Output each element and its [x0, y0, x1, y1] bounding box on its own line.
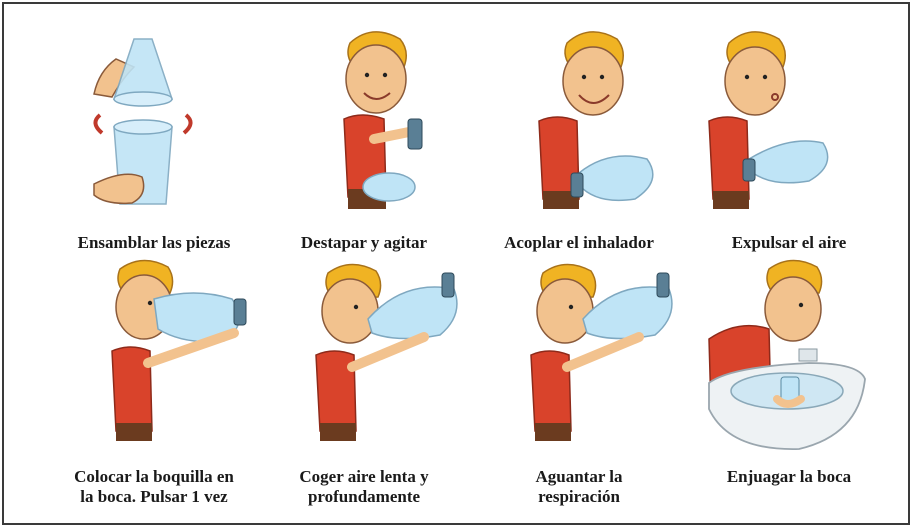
step-6-panel: Coger aire lenta y profundamente [264, 259, 464, 519]
step-8-panel: Enjuagar la boca [689, 259, 889, 519]
step-4-caption: Expulsar el aire [689, 233, 889, 253]
step-7-panel: Aguantar la respiración [479, 259, 679, 519]
mouthpiece-press-icon [111, 259, 247, 441]
step-3-caption-line: Acoplar el inhalador [504, 233, 654, 252]
step-5-caption-line-1: Colocar la boquilla en [74, 467, 234, 486]
step-5-caption: Colocar la boquilla en la boca. Pulsar 1… [54, 467, 254, 507]
step-4-panel: Expulsar el aire [689, 19, 889, 269]
step-2-caption-line: Destapar y agitar [300, 233, 428, 252]
step-5-caption-line-2: la boca. Pulsar 1 vez [80, 487, 228, 506]
step-1-caption-line: Ensamblar las piezas [77, 233, 231, 252]
step-3-panel: Acoplar el inhalador [479, 19, 679, 269]
step-7-caption: Aguantar la respiración [479, 467, 679, 507]
step-2-caption: Destapar y agitar [264, 233, 464, 253]
step-6-caption: Coger aire lenta y profundamente [264, 467, 464, 507]
instruction-card: Ensamblar las piezas Destapar y agitar [2, 2, 910, 525]
step-5-panel: Colocar la boquilla en la boca. Pulsar 1… [54, 259, 254, 519]
shake-inhaler-icon [343, 31, 423, 209]
step-6-caption-line-1: Coger aire lenta y [299, 467, 429, 486]
step-3-caption: Acoplar el inhalador [479, 233, 679, 253]
step-2-panel: Destapar y agitar [264, 19, 464, 269]
attach-inhaler-icon [538, 31, 654, 209]
inhale-slowly-icon [315, 263, 458, 441]
hold-breath-icon [530, 263, 673, 441]
step-7-caption-line-2: respiración [538, 487, 620, 506]
exhale-icon [708, 31, 829, 209]
step-1-caption: Ensamblar las piezas [54, 233, 254, 253]
step-6-caption-line-2: profundamente [307, 487, 421, 506]
step-8-caption: Enjuagar la boca [689, 467, 889, 487]
spacer-assembly-icon [93, 38, 193, 205]
step-7-caption-line-1: Aguantar la [535, 467, 623, 486]
step-4-caption-line: Expulsar el aire [731, 233, 847, 252]
step-1-panel: Ensamblar las piezas [54, 19, 254, 269]
step-8-caption-line: Enjuagar la boca [726, 467, 852, 486]
rinse-mouth-icon [708, 259, 866, 450]
